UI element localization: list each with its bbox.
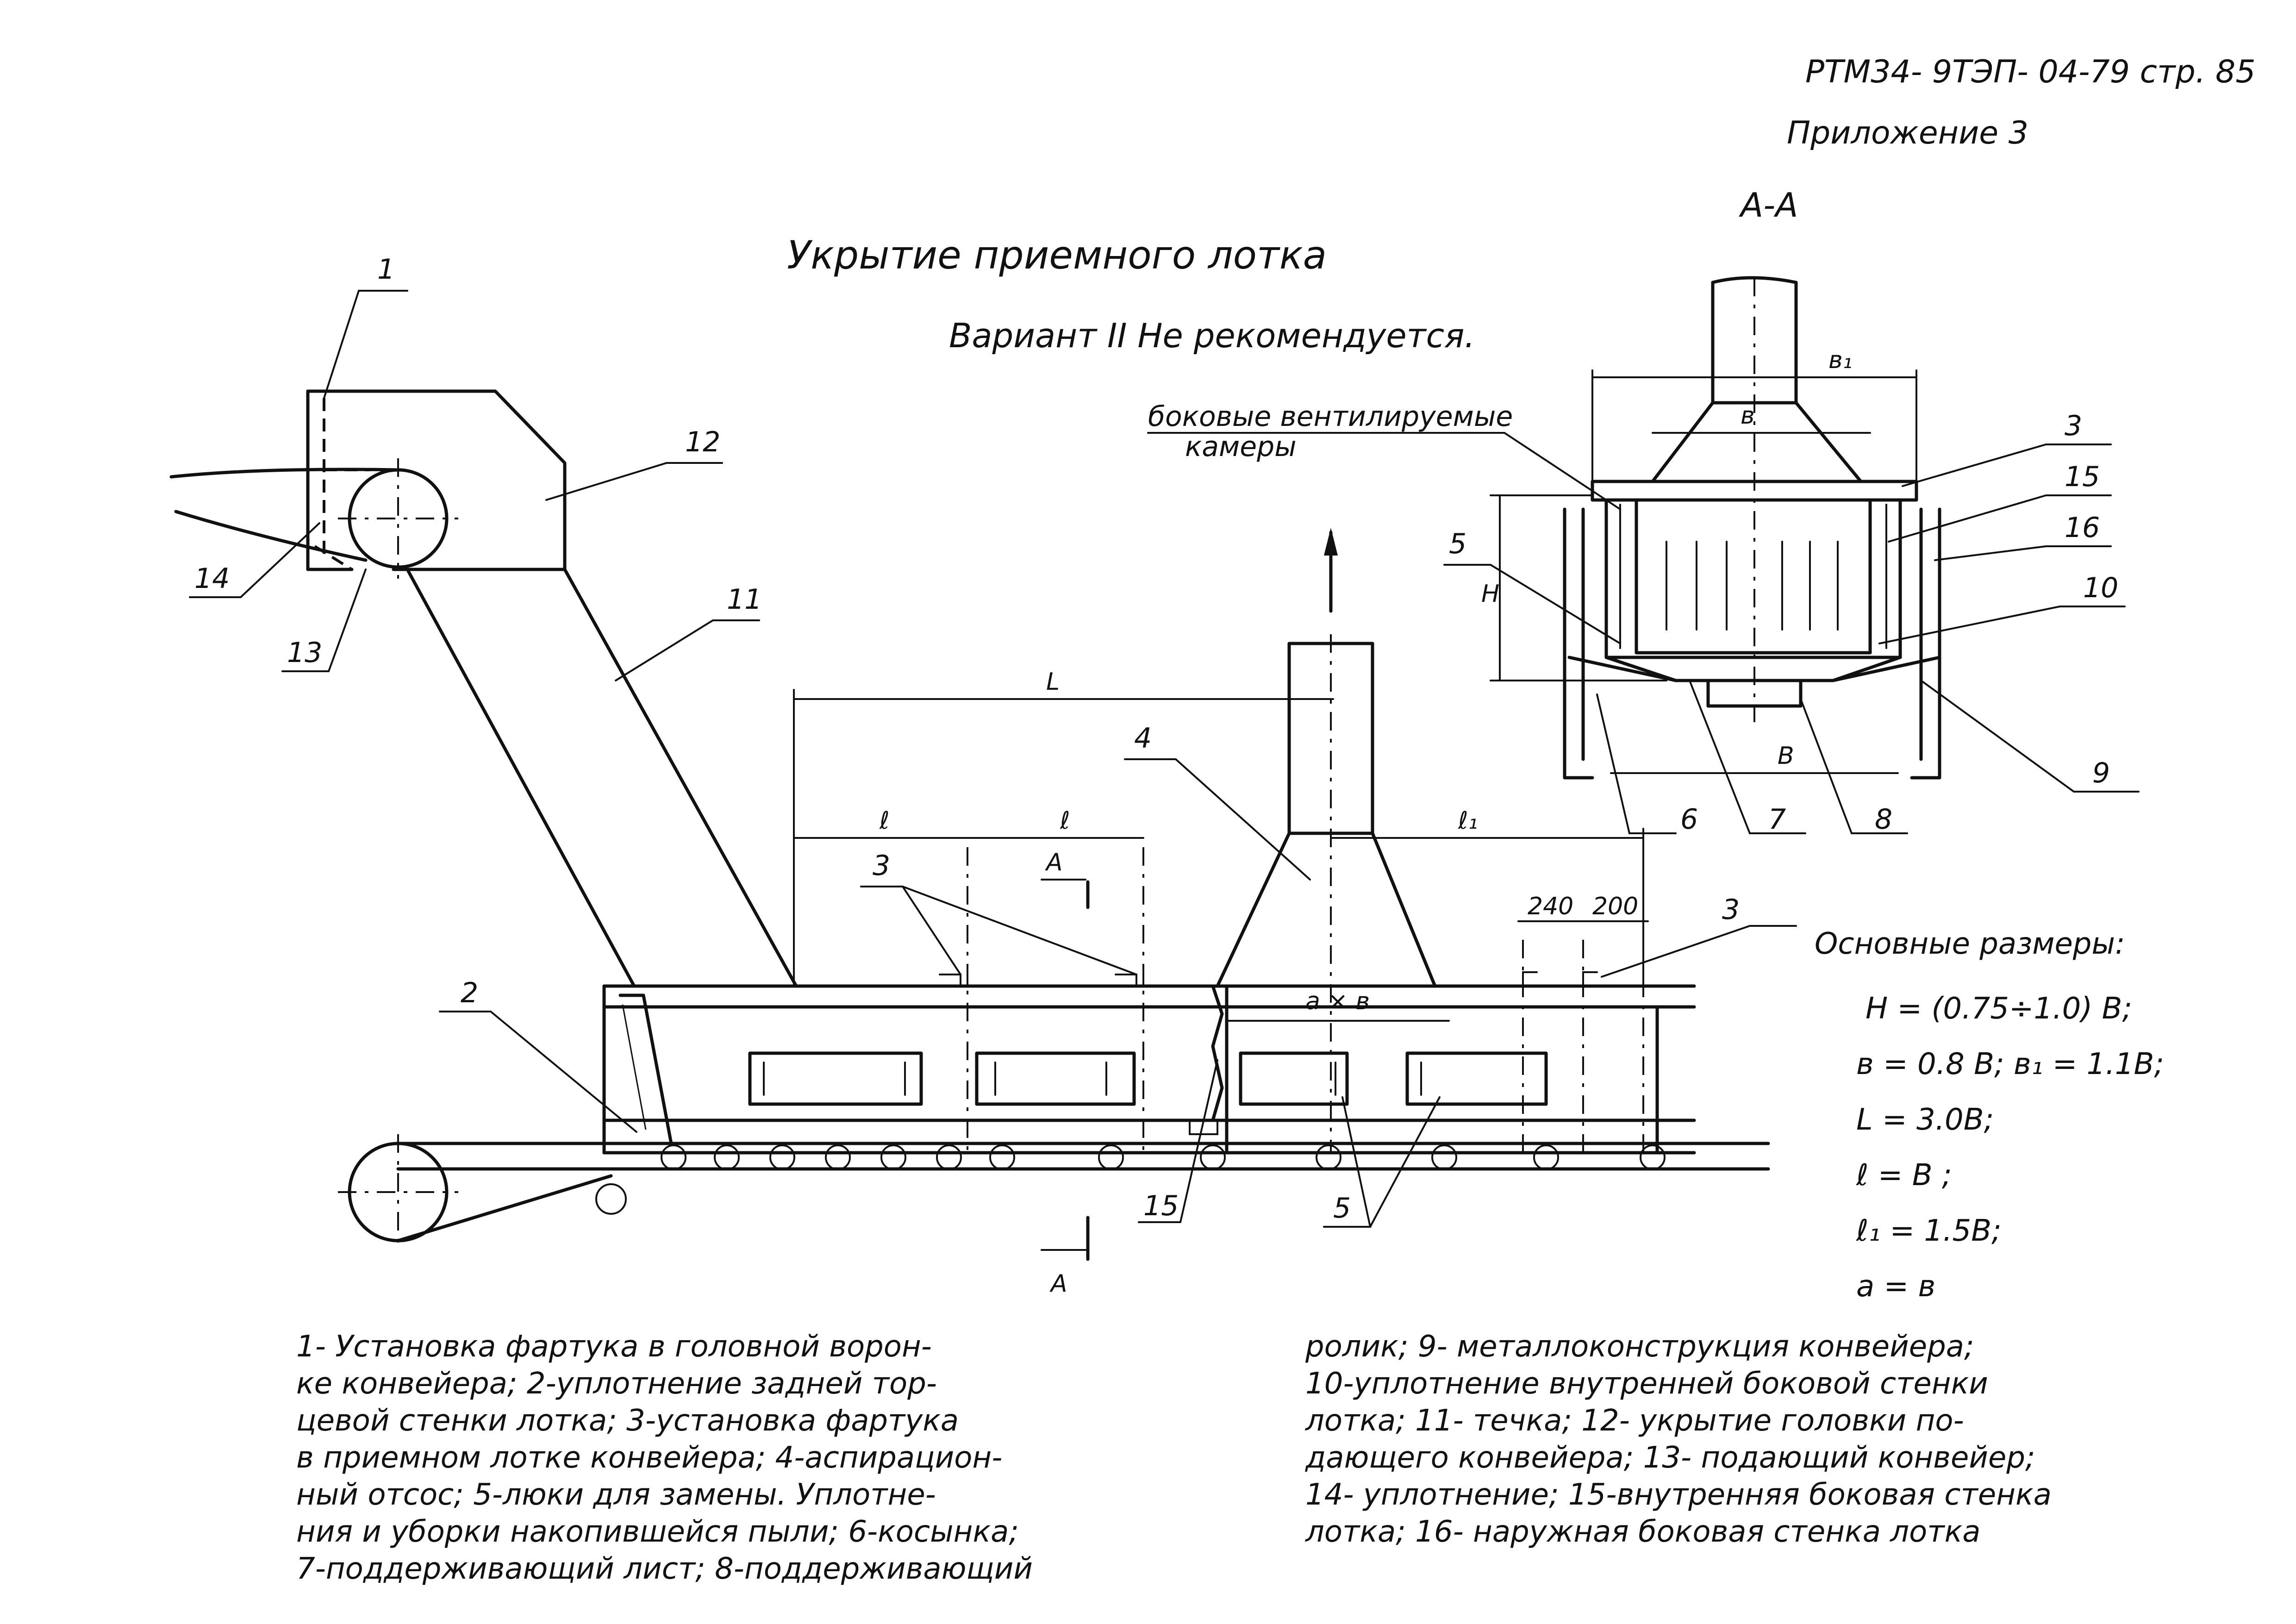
callout-14: 14 (189, 522, 320, 598)
callout-11: 11 (615, 583, 762, 681)
head-conveyor-cover (306, 389, 567, 571)
svg-text:H: H (1481, 580, 1499, 608)
dimension-l1: ℓ₁ (1330, 807, 1644, 987)
svg-text:12: 12 (685, 426, 720, 458)
receiving-trough-cover (602, 847, 1696, 1155)
svg-text:цевой стенки лотка; 3-устано: цевой стенки лотка; 3-установка фартука (296, 1404, 959, 1438)
callout-13: 13 (281, 568, 367, 672)
support-rollers (595, 1144, 1666, 1215)
svg-text:лотка; 16- наружная боковая: лотка; 16- наружная боковая стенка лотка (1304, 1515, 1980, 1549)
svg-text:13: 13 (287, 637, 322, 669)
svg-text:В: В (1778, 742, 1794, 770)
svg-text:ный отсос; 5-люки для заме: ный отсос; 5-люки для замены. Уплотне- (296, 1478, 936, 1512)
svg-text:3: 3 (2065, 410, 2082, 442)
svg-text:Основные размеры:: Основные размеры: (1815, 927, 2125, 961)
svg-text:15: 15 (2065, 461, 2100, 493)
side-chambers-label: боковые вентилируемые камеры (1147, 400, 1621, 510)
svg-text:3: 3 (873, 849, 890, 882)
callout-2: 2 (439, 977, 637, 1133)
svg-text:7: 7 (1768, 803, 1786, 836)
legend-right: ролик; 9- металлоконструкция конвейера; … (1304, 1330, 2052, 1549)
section-dimensions: в₁ в H В (1481, 346, 1917, 774)
callout-15-main: 15 (1138, 1059, 1218, 1223)
svg-text:14- уплотнение; 15-внутренняя: 14- уплотнение; 15-внутренняя боковая ст… (1305, 1478, 2052, 1512)
svg-text:10: 10 (2083, 572, 2118, 604)
svg-text:ке конвейера; 2-уплотнение з: ке конвейера; 2-уплотнение задней тор- (296, 1367, 937, 1401)
svg-text:14: 14 (194, 562, 230, 595)
svg-text:7-поддерживающий лист; 8-под: 7-поддерживающий лист; 8-поддерживающий (296, 1552, 1033, 1586)
svg-text:3: 3 (1722, 893, 1740, 926)
receiving-conveyor-belt (338, 1134, 1770, 1250)
svg-text:А: А (1049, 1270, 1067, 1298)
svg-text:a × в: a × в (1305, 987, 1370, 1015)
svg-text:боковые вентилируемые: боковые вентилируемые (1148, 400, 1513, 433)
section-title: А-А (1739, 186, 1798, 225)
feeding-conveyor-belt (169, 468, 400, 562)
main-dimensions: Основные размеры: H = (0.75÷1.0) В; в = … (1815, 927, 2164, 1304)
svg-text:камеры: камеры (1185, 431, 1297, 463)
dimension-l: ℓ ℓ (793, 807, 1144, 839)
svg-text:11: 11 (727, 583, 762, 616)
aspiration-hood (1216, 528, 1437, 1153)
svg-text:в приемном лотке конвейера;: в приемном лотке конвейера; 4-аспирацион… (296, 1441, 1002, 1475)
svg-text:ℓ = В ;: ℓ = В ; (1856, 1158, 1952, 1193)
svg-text:240: 240 (1528, 893, 1573, 920)
section-trough-body (1567, 480, 1941, 708)
inner-side-wall-cutaway (1189, 984, 1229, 1155)
section-frame-columns (1563, 507, 1941, 780)
appendix-label: Приложение 3 (1787, 115, 2028, 151)
callout-5-main: 5 (1323, 1096, 1441, 1228)
svg-text:в = 0.8 В; в₁ = 1.1В;: в = 0.8 В; в₁ = 1.1В; (1856, 1047, 2164, 1081)
drawing-title: Укрытие приемного лотка (787, 232, 1327, 278)
svg-text:ℓ: ℓ (879, 807, 889, 835)
svg-text:6: 6 (1680, 803, 1698, 836)
drawing-subtitle: Вариант II Не рекомендуется. (949, 316, 1475, 355)
svg-text:в: в (1741, 402, 1755, 430)
chute-duct (406, 568, 798, 988)
svg-text:15: 15 (1143, 1190, 1179, 1222)
svg-text:ℓ₁: ℓ₁ (1458, 807, 1478, 835)
svg-text:дающего конвейера; 13- подаю: дающего конвейера; 13- подающий конвейер… (1305, 1441, 2035, 1475)
svg-text:2: 2 (461, 977, 478, 1009)
svg-text:А: А (1045, 849, 1063, 876)
svg-text:a = в: a = в (1856, 1269, 1935, 1304)
svg-text:лотка; 11- течка; 12- укрыти: лотка; 11- течка; 12- укрытие головки по… (1304, 1404, 1964, 1438)
svg-text:9: 9 (2092, 757, 2110, 789)
svg-text:ℓ₁ = 1.5В;: ℓ₁ = 1.5В; (1856, 1214, 2002, 1248)
svg-text:ния и уборки накопившейся: ния и уборки накопившейся пыли; 6-косынк… (296, 1515, 1019, 1549)
svg-text:1: 1 (377, 253, 395, 286)
svg-text:8: 8 (1875, 803, 1892, 836)
section-callouts: 3 15 16 10 9 5 6 7 8 (1443, 410, 2140, 836)
svg-text:L = 3.0В;: L = 3.0В; (1856, 1103, 1994, 1137)
svg-text:10-уплотнение внутренней бок: 10-уплотнение внутренней боковой стенки (1305, 1367, 1988, 1401)
svg-text:ℓ: ℓ (1060, 807, 1070, 835)
dimension-240-200: 240 200 (1517, 893, 1649, 922)
svg-text:4: 4 (1134, 722, 1152, 755)
svg-text:5: 5 (1449, 528, 1466, 560)
callout-4: 4 (1124, 722, 1311, 881)
svg-text:16: 16 (2065, 512, 2100, 544)
callout-3-right: 3 (1601, 893, 1797, 978)
document-reference: РТМ34- 9ТЭП- 04-79 стр. 85 (1805, 54, 2256, 90)
callout-3-left: 3 (860, 849, 1137, 975)
dimension-a-x-b: a × в (1226, 987, 1450, 1022)
svg-text:в₁: в₁ (1828, 346, 1853, 374)
svg-text:ролик; 9- металлоконструкция: ролик; 9- металлоконструкция конвейера; (1305, 1330, 1974, 1364)
svg-text:1- Установка фартука в голо: 1- Установка фартука в головной ворон- (296, 1330, 932, 1364)
callout-1: 1 (323, 253, 408, 399)
svg-text:5: 5 (1333, 1192, 1351, 1224)
svg-text:L: L (1046, 668, 1060, 696)
legend-left: 1- Установка фартука в головной ворон- к… (296, 1330, 1033, 1586)
svg-text:200: 200 (1592, 893, 1638, 920)
head-pulley (338, 458, 458, 579)
section-marker-A: А А (1041, 849, 1090, 1298)
callout-12: 12 (545, 426, 723, 501)
svg-text:H = (0.75÷1.0) В;: H = (0.75÷1.0) В; (1866, 992, 2132, 1026)
inspection-hatches (748, 1051, 1548, 1106)
